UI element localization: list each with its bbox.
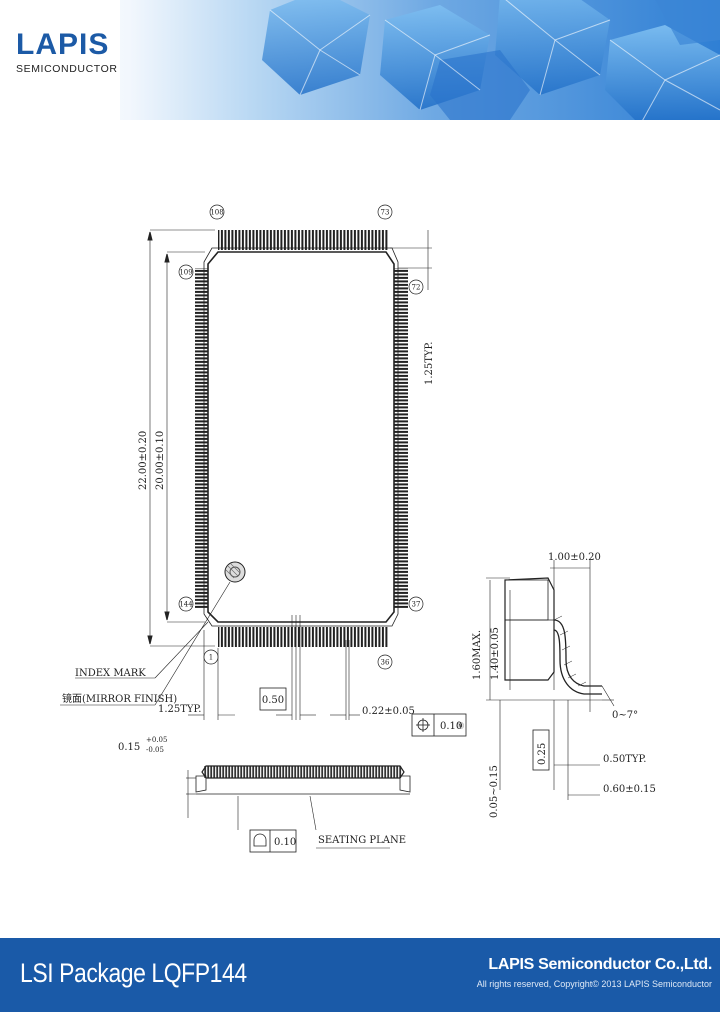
seating-plane-label: SEATING PLANE — [316, 835, 406, 849]
dim-height-max: 1.60MAX. — [472, 630, 483, 680]
left-leads — [195, 268, 208, 608]
lead-pitch-box: 0.50 — [259, 687, 287, 711]
pin-label-top-left: 108 — [209, 204, 225, 220]
svg-text:144: 144 — [179, 601, 193, 609]
svg-text:0.25: 0.25 — [537, 743, 548, 765]
svg-text:37: 37 — [412, 601, 421, 609]
tol-position-value: 0.10 — [440, 721, 462, 732]
package-title: LSI Package LQFP144 — [20, 958, 247, 988]
dim-lead-width: 0.22±0.05 — [362, 706, 415, 717]
dim-lead-angle: 0~7° — [612, 710, 638, 721]
svg-text:1: 1 — [209, 654, 213, 662]
pin-label-right-bottom: 37 — [408, 596, 424, 612]
pin-labels: 108 73 109 72 144 37 1 36 — [178, 204, 424, 670]
index-mark-circle — [224, 561, 246, 583]
header-banner: LAPIS SEMICONDUCTOR — [0, 0, 720, 120]
position-tolerance-frame: 0.10 Ⓜ — [411, 713, 467, 737]
tol-position-modifier: Ⓜ — [457, 722, 464, 730]
copyright-text: All rights reserved, Copyright© 2013 LAP… — [476, 979, 712, 989]
pin-label-bottom-right: 36 — [377, 654, 393, 670]
dim-body-height: 1.40±0.05 — [490, 627, 501, 680]
index-mark-label: INDEX MARK — [75, 668, 146, 679]
dim-standoff: 0.15 — [118, 742, 140, 753]
pin-label-bottom-left: 1 — [203, 649, 219, 665]
bottom-leads — [218, 627, 388, 647]
pin-label-top-right: 73 — [377, 204, 393, 220]
svg-text:108: 108 — [210, 209, 223, 217]
svg-text:0.50: 0.50 — [262, 695, 284, 706]
dim-foot-typ: 0.50TYP. — [603, 754, 646, 765]
lead-gauge-box: 0.25 — [532, 729, 550, 771]
dim-pitch-right: 1.25TYP. — [424, 342, 435, 385]
top-view — [60, 229, 432, 720]
dim-standoff-tol-plus: +0.05 — [146, 736, 167, 744]
footer-company-block: LAPIS Semiconductor Co.,Ltd. All rights … — [476, 956, 713, 989]
company-logo: LAPIS SEMICONDUCTOR — [16, 28, 118, 76]
dim-lead-length: 1.00±0.20 — [548, 552, 601, 563]
dim-inner: 20.00±0.10 — [155, 431, 166, 490]
package-body — [207, 251, 395, 623]
tol-flatness-value: 0.10 — [274, 837, 296, 848]
logo-sub-text: SEMICONDUCTOR — [16, 63, 118, 75]
lead-detail-view — [486, 560, 615, 800]
right-leads — [394, 268, 408, 608]
dim-lead-stand: 0.05~0.15 — [489, 765, 500, 818]
top-leads — [218, 230, 388, 250]
svg-text:73: 73 — [381, 209, 390, 217]
mirror-finish-label: 镜面(MIRROR FINISH) — [62, 692, 177, 705]
svg-text:36: 36 — [381, 659, 390, 667]
svg-text:SEATING PLANE: SEATING PLANE — [318, 835, 406, 846]
svg-text:109: 109 — [179, 269, 192, 277]
side-view — [186, 765, 411, 831]
pin-label-left-top: 109 — [178, 264, 194, 280]
header-crystal-graphic — [0, 0, 720, 120]
company-name: LAPIS Semiconductor Co.,Ltd. — [488, 956, 712, 973]
svg-text:72: 72 — [412, 284, 421, 292]
dim-outer: 22.00±0.20 — [138, 431, 149, 490]
flatness-tolerance-frame: 0.10 — [249, 829, 297, 853]
dim-pitch-bottom: 1.25TYP. — [158, 704, 201, 715]
package-outline-drawing: 108 73 109 72 144 37 1 36 22.00±0.20 20.… — [60, 204, 656, 853]
pin-label-left-bottom: 144 — [178, 596, 194, 612]
footer-bar: LSI Package LQFP144 LAPIS Semiconductor … — [0, 938, 720, 1012]
pin-label-right-top: 72 — [408, 279, 424, 295]
dim-standoff-tol-minus: -0.05 — [146, 746, 164, 754]
dim-foot: 0.60±0.15 — [603, 784, 656, 795]
logo-main-text: LAPIS — [16, 28, 110, 61]
